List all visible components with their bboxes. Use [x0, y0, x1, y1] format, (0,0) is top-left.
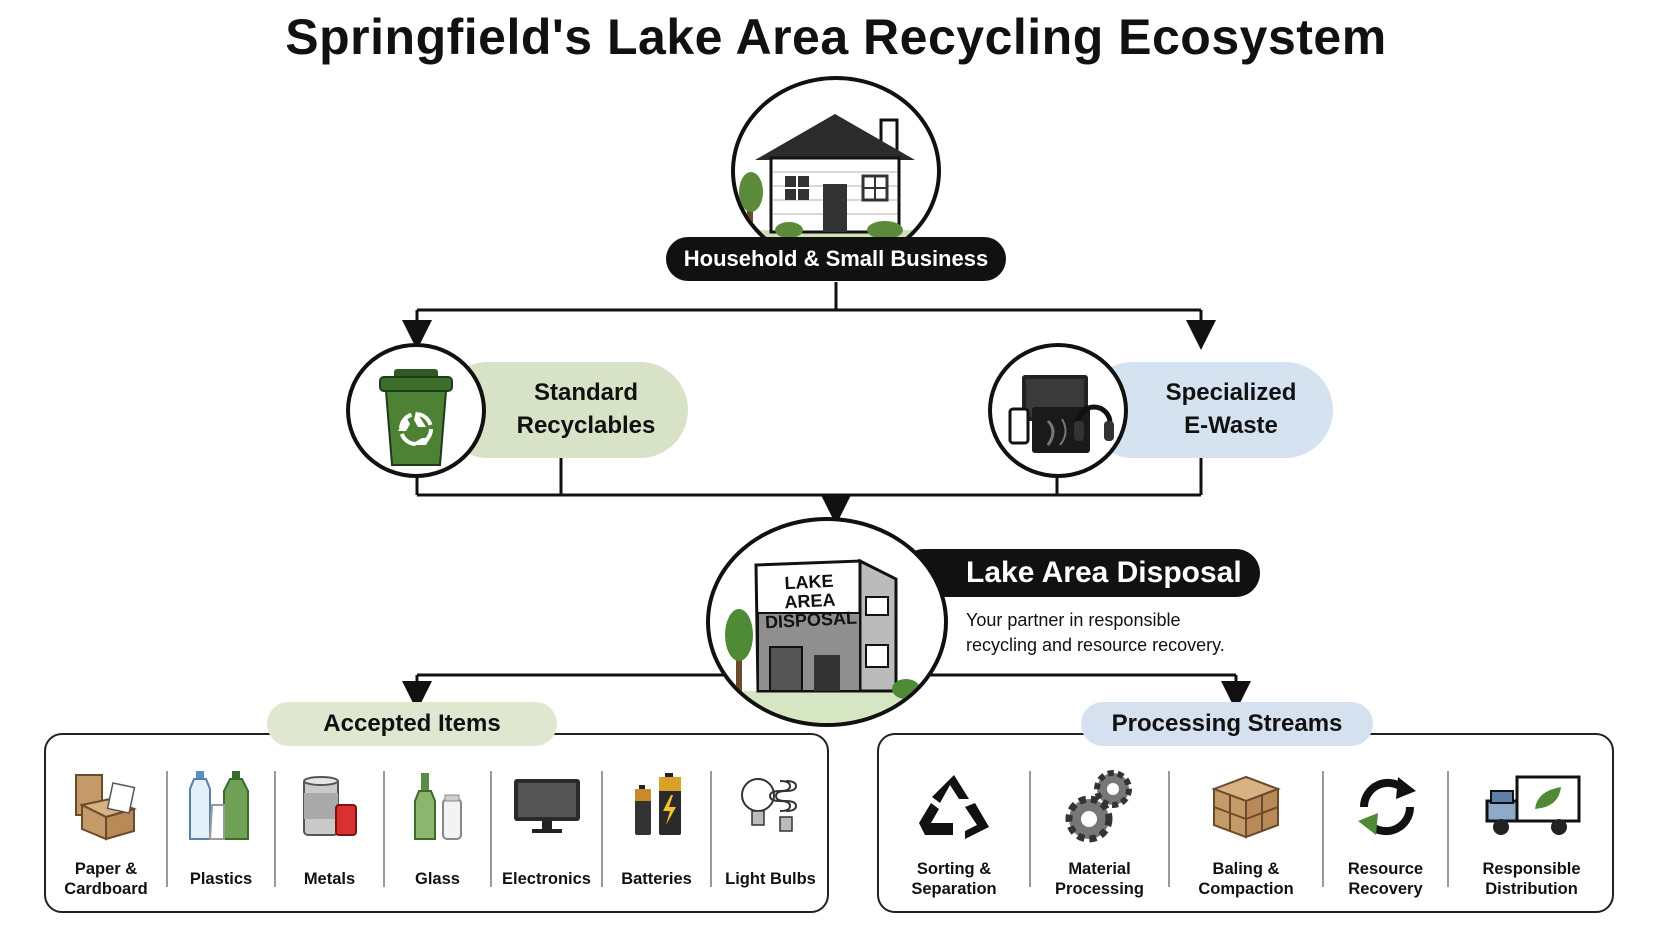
glass-bottles-icon [414, 773, 462, 840]
divider [1447, 771, 1449, 887]
accepted-item-electronics: Electronics [492, 735, 601, 911]
hub-circle: LAKE AREA DISPOSAL [706, 517, 948, 727]
accepted-item-light-bulbs: Light Bulbs [712, 735, 829, 911]
processing-stream-material: Material Processing [1031, 735, 1168, 911]
processing-stream-recovery: Resource Recovery [1324, 735, 1447, 911]
divider [274, 771, 276, 887]
standard-recyclables-label: Standard Recyclables [516, 379, 656, 439]
accepted-item-label: Batteries [621, 870, 692, 888]
accepted-item-label: Metals [303, 870, 356, 888]
processing-stream-label: Resource Recovery [1347, 860, 1424, 898]
electronics-devices-icon [1008, 375, 1114, 453]
processing-stream-sorting: Sorting & Separation [879, 735, 1029, 911]
standard-recyclables-pill: Standard Recyclables [440, 362, 688, 458]
accepted-items-panel: Paper & Cardboard Plastics Metals Glass [44, 733, 829, 913]
processing-streams-tab: Processing Streams [1081, 702, 1373, 746]
processing-stream-distribution: Responsible Distribution [1449, 735, 1614, 911]
gears-icon [1065, 770, 1132, 843]
recycling-bin-icon [379, 369, 453, 466]
accepted-item-metals: Metals [276, 735, 383, 911]
processing-stream-label: Material Processing [1055, 860, 1144, 898]
cardboard-box-icon [75, 774, 138, 841]
accepted-item-batteries: Batteries [603, 735, 710, 911]
processing-streams-panel: Sorting & Separation Material Processing… [877, 733, 1614, 913]
delivery-truck-icon [1485, 775, 1581, 835]
divider [710, 771, 712, 887]
divider [490, 771, 492, 887]
processing-stream-label: Sorting & Separation [911, 860, 997, 898]
source-node-label: Household & Small Business [666, 237, 1006, 281]
accepted-item-glass: Glass [385, 735, 490, 911]
accepted-item-label: Plastics [189, 870, 253, 888]
accepted-items-tab: Accepted Items [267, 702, 557, 746]
processing-stream-baling: Baling & Compaction [1170, 735, 1322, 911]
accepted-item-label: Glass [415, 870, 460, 888]
divider [1322, 771, 1324, 887]
divider [1168, 771, 1170, 887]
processing-stream-label: Baling & Compaction [1198, 860, 1294, 898]
diagram-title: Springfield's Lake Area Recycling Ecosys… [285, 9, 1387, 65]
hub-tagline: Your partner in responsible recycling an… [966, 610, 1225, 655]
bale-icon [1211, 775, 1281, 839]
divider [601, 771, 603, 887]
standard-recyclables-circle [346, 343, 486, 478]
circular-arrows-icon [1358, 777, 1416, 836]
accepted-item-label: Electronics [502, 870, 591, 888]
divider [166, 771, 168, 887]
specialized-ewaste-label: Specialized E-Waste [1165, 379, 1297, 439]
light-bulb-icon [741, 778, 798, 832]
hub-name-label: Lake Area Disposal [900, 549, 1260, 597]
divider [383, 771, 385, 887]
plastic-bottles-icon [189, 771, 249, 840]
house-icon [735, 114, 937, 262]
processing-stream-label: Responsible Distribution [1482, 860, 1581, 898]
recycle-arrows-icon [919, 775, 989, 839]
accepted-item-label: Paper & Cardboard [64, 860, 148, 898]
accepted-item-label: Light Bulbs [725, 870, 816, 888]
battery-icon [635, 773, 681, 835]
accepted-item-paper: Paper & Cardboard [46, 735, 166, 911]
monitor-icon [514, 779, 580, 833]
accepted-item-plastics: Plastics [168, 735, 274, 911]
divider [1029, 771, 1031, 887]
building-sign: LAKE AREA DISPOSAL [764, 570, 858, 633]
metal-cans-icon [303, 776, 357, 836]
specialized-ewaste-circle [988, 343, 1128, 478]
